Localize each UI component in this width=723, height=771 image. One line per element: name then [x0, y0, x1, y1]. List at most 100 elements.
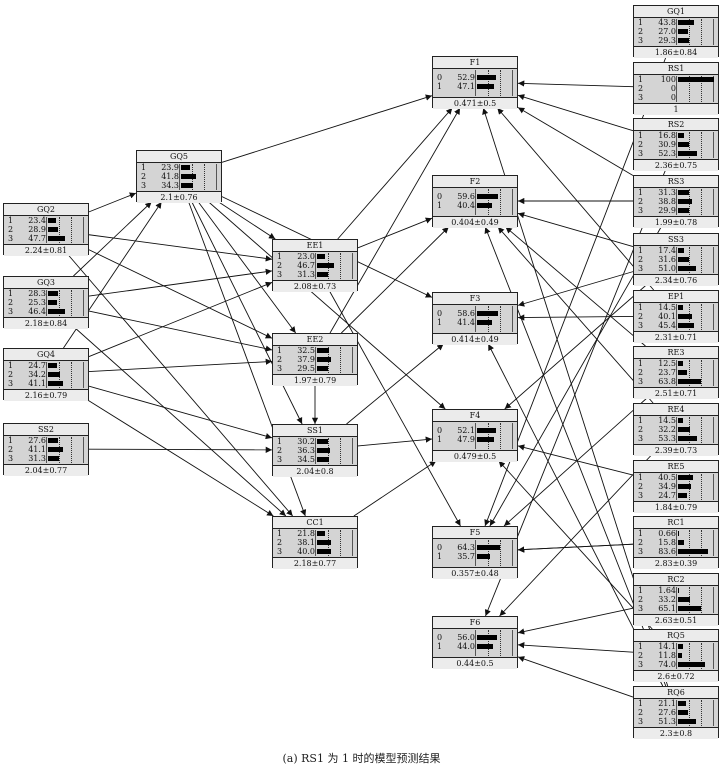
- gridline: [499, 306, 501, 332]
- state-label: 3: [8, 234, 14, 243]
- state-probability: 100: [660, 75, 676, 84]
- node-title: F2: [433, 176, 517, 188]
- state-probability: 38.8: [658, 197, 676, 206]
- state-probability: 27.0: [658, 27, 676, 36]
- gridline: [688, 360, 690, 386]
- node-title: RC1: [634, 517, 718, 529]
- figure-caption: (a) RS1 为 1 时的模型预测结果: [282, 752, 441, 765]
- probability-bar: [317, 254, 326, 259]
- state-probability: 59.6: [457, 192, 475, 201]
- probability-bar: [48, 309, 65, 314]
- gridline: [487, 630, 489, 656]
- edge-rq5-f4: [498, 460, 653, 630]
- node-expectation: 2.24±0.81: [4, 245, 88, 256]
- node-title: F4: [433, 410, 517, 422]
- state-label: 0: [437, 633, 443, 642]
- edge-ss3-f3: [517, 271, 634, 307]
- probability-bar: [678, 540, 684, 545]
- probability-bar: [477, 320, 492, 325]
- state-label: 2: [638, 197, 644, 206]
- state-probability: 47.7: [28, 234, 46, 243]
- state-probability: 14.5: [658, 303, 676, 312]
- node-title: GQ2: [4, 204, 88, 216]
- node-expectation: 2.39±0.73: [634, 445, 718, 456]
- probability-bar: [678, 370, 687, 375]
- distribution-plot: [676, 76, 714, 102]
- state-label: 2: [638, 651, 644, 660]
- state-label: 2: [8, 370, 14, 379]
- gridline: [499, 630, 501, 656]
- state-probability: 83.6: [658, 547, 676, 556]
- node-title: EE2: [273, 334, 357, 346]
- node-title: GQ5: [137, 151, 221, 163]
- gridline: [339, 253, 341, 279]
- state-label: 1: [638, 246, 644, 255]
- probability-bar: [317, 540, 331, 545]
- state-label: 2: [8, 298, 14, 307]
- edge-gq3-cc1: [74, 327, 287, 517]
- probability-bar: [48, 218, 57, 223]
- state-probability: 30.2: [297, 437, 315, 446]
- gridline: [700, 643, 702, 669]
- state-probability: 40.0: [297, 547, 315, 556]
- node-expectation: 2.6±0.72: [634, 671, 718, 682]
- probability-bar: [477, 194, 499, 199]
- probability-bar: [678, 418, 684, 423]
- state-probability: 41.4: [457, 318, 475, 327]
- state-probability: 0.66: [658, 529, 676, 538]
- gridline: [700, 700, 702, 726]
- edge-ep1-f1: [496, 107, 655, 291]
- probability-bar: [678, 305, 684, 310]
- gridline: [688, 643, 690, 669]
- gridline: [487, 540, 489, 566]
- node-expectation: 2.36±0.75: [634, 160, 718, 171]
- probability-bar: [678, 653, 683, 658]
- edge-gq3-ee1: [88, 268, 273, 297]
- state-probability: 46.4: [28, 307, 46, 316]
- node-expectation: 2.1±0.76: [137, 192, 221, 203]
